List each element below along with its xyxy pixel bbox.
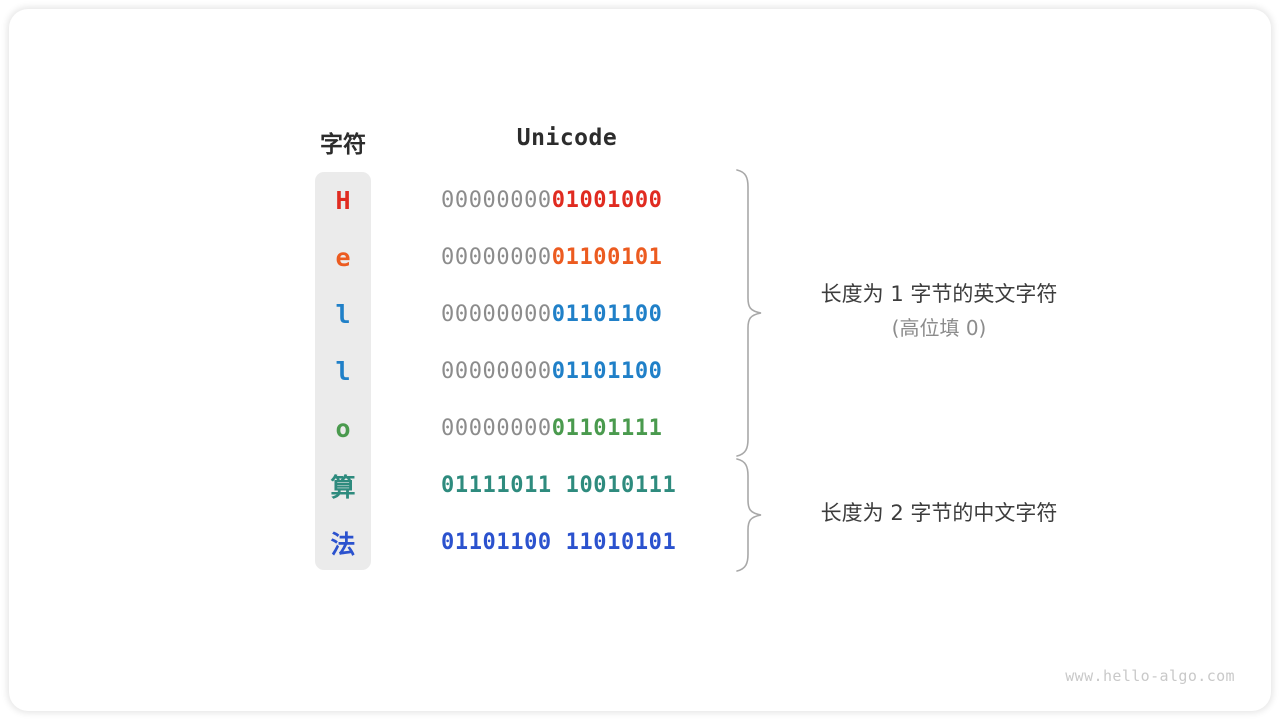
row-low-byte: 01101111 <box>551 416 663 441</box>
annotation-two-byte-main: 长度为 2 字节的中文字符 <box>820 501 1058 525</box>
row-low-byte: 01100101 <box>551 245 663 270</box>
row-character: e <box>335 243 351 272</box>
row-unicode-bits: 00000000 01101111 <box>441 400 663 457</box>
row-unicode-bits: 01101100 11010101 <box>441 514 676 571</box>
column-header-unicode: Unicode <box>516 125 618 151</box>
row-unicode-bits: 00000000 01001000 <box>441 172 663 229</box>
row-character: 法 <box>330 529 356 559</box>
table-row: l 00000000 01101100 <box>315 343 715 400</box>
row-low-byte: 01101100 11010101 <box>441 530 677 555</box>
row-character: 算 <box>330 472 356 502</box>
annotation-one-byte-sub: (高位填 0) <box>891 315 987 340</box>
table-row: l 00000000 01101100 <box>315 286 715 343</box>
column-header-character: 字符 <box>320 131 366 157</box>
row-unicode-bits: 00000000 01101100 <box>441 286 663 343</box>
row-unicode-bits: 00000000 01100101 <box>441 229 663 286</box>
watermark-url: www.hello-algo.com <box>1065 667 1235 685</box>
row-low-byte: 01111011 10010111 <box>441 473 677 498</box>
brace-one-byte <box>736 169 762 457</box>
row-low-byte: 01001000 <box>551 188 663 213</box>
row-high-byte: 00000000 <box>441 245 552 270</box>
annotation-one-byte: 长度为 1 字节的英文字符 (高位填 0) <box>777 277 1101 345</box>
row-high-byte: 00000000 <box>441 188 552 213</box>
table-row: e 00000000 01100101 <box>315 229 715 286</box>
row-high-byte: 00000000 <box>441 416 552 441</box>
table-row: 法 01101100 11010101 <box>315 514 715 571</box>
row-high-byte: 00000000 <box>441 302 552 327</box>
row-unicode-bits: 00000000 01101100 <box>441 343 663 400</box>
table-row: H 00000000 01001000 <box>315 172 715 229</box>
row-high-byte: 00000000 <box>441 359 552 384</box>
annotation-two-byte: 长度为 2 字节的中文字符 <box>777 496 1101 531</box>
table-row: o 00000000 01101111 <box>315 400 715 457</box>
row-character: l <box>335 357 351 386</box>
annotation-one-byte-main: 长度为 1 字节的英文字符 <box>820 282 1058 306</box>
diagram-card: 字符 Unicode H 00000000 01001000 e 00000000 0… <box>9 9 1271 711</box>
row-low-byte: 01101100 <box>551 359 663 384</box>
row-character: o <box>335 414 351 443</box>
row-unicode-bits: 01111011 10010111 <box>441 457 676 514</box>
row-character: H <box>335 186 351 215</box>
brace-two-byte <box>736 458 762 572</box>
row-character: l <box>335 300 351 329</box>
character-column-background <box>315 172 371 570</box>
row-low-byte: 01101100 <box>551 302 663 327</box>
table-row: 算 01111011 10010111 <box>315 457 715 514</box>
